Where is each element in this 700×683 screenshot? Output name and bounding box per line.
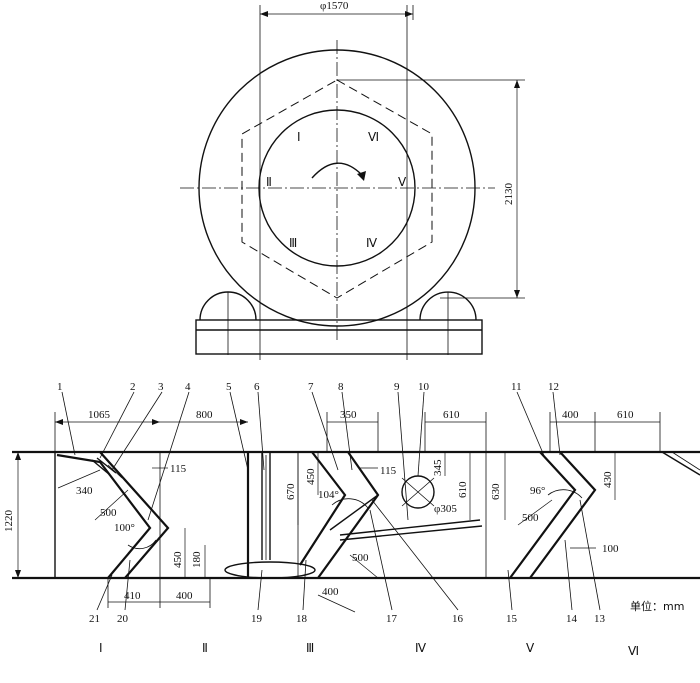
part-number-15: 15 [506,613,518,625]
zone-bottom-III: Ⅲ [306,641,314,655]
dim-100: 100 [602,543,619,555]
unit-label: 单位：mm [630,599,684,613]
dim-430: 430 [602,471,614,488]
zone-label-I: Ⅰ [297,130,301,144]
dim-345: 345 [432,459,444,476]
dim-410: 410 [124,590,141,602]
dim-350: 350 [340,409,357,421]
top-view: φ1570 Ⅰ Ⅵ Ⅱ Ⅴ Ⅲ Ⅳ 2130 [180,0,525,360]
part-number-7: 7 [308,381,314,393]
part-number-2: 2 [130,381,136,393]
part-number-5: 5 [226,381,232,393]
tray-zone-2 [224,561,316,579]
zone-label-IV: Ⅳ [366,236,377,250]
zone-bottom-II: Ⅱ [202,641,208,655]
dim-height: 2130 [503,183,515,206]
zone-label-II: Ⅱ [266,175,272,189]
dim-340: 340 [76,485,93,497]
part-number-1: 1 [57,381,63,393]
rotation-arrow [311,162,363,179]
zone-label-III: Ⅲ [289,236,297,250]
dim-610a: 610 [443,409,460,421]
dim-diameter: φ1570 [320,0,349,12]
dim-96deg: 96° [530,485,545,497]
part-number-14: 14 [566,613,578,625]
dim-450b: 450 [305,468,317,485]
dim-500c: 500 [522,512,539,524]
dim-670: 670 [285,483,297,500]
zone-bottom-V: Ⅴ [526,641,535,655]
part-number-16: 16 [452,613,464,625]
dim-800: 800 [196,409,213,421]
dim-610b: 610 [617,409,634,421]
part-number-13: 13 [594,613,606,625]
part-number-6: 6 [254,381,260,393]
dim-115a: 115 [170,463,187,475]
dim-1220: 1220 [3,510,15,533]
dim-305: φ305 [434,503,457,515]
section-view: 1220 1065 800 340 500 100° 115 450 180 [3,381,700,658]
dim-180: 180 [191,551,203,568]
part-number-10: 10 [418,381,430,393]
dim-115b: 115 [380,465,397,477]
part-number-21: 21 [89,613,100,625]
part-number-20: 20 [117,613,129,625]
part-number-18: 18 [296,613,308,625]
dim-400b: 400 [322,586,339,598]
dim-1065: 1065 [88,409,111,421]
part-number-12: 12 [548,381,559,393]
chute-zone-1 [56,453,152,579]
part-number-11: 11 [511,381,522,393]
part-number-19: 19 [251,613,263,625]
dim-104deg: 104° [318,489,339,501]
dim-630: 630 [490,483,502,500]
dim-450a: 450 [172,551,184,568]
dim-500b: 500 [352,552,369,564]
part-number-3: 3 [158,381,164,393]
zone-label-V: Ⅴ [398,175,407,189]
dim-610c: 610 [457,481,469,498]
chute-zone-5 [509,451,577,579]
zone-bottom-VI: Ⅵ [628,644,639,658]
hexagon-outline [241,79,433,299]
dim-500a: 500 [100,507,117,519]
part-number-4: 4 [185,381,191,393]
part-number-17: 17 [386,613,398,625]
chute-zone-3 [299,451,347,566]
zone-bottom-IV: Ⅳ [415,641,426,655]
dim-400a: 400 [176,590,193,602]
part-number-9: 9 [394,381,400,393]
dim-100deg: 100° [114,522,135,534]
part-number-8: 8 [338,381,344,393]
dim-400top: 400 [562,409,579,421]
zone-bottom-I: Ⅰ [99,641,103,655]
zone-label-VI: Ⅵ [368,130,379,144]
base-frame [195,319,483,355]
